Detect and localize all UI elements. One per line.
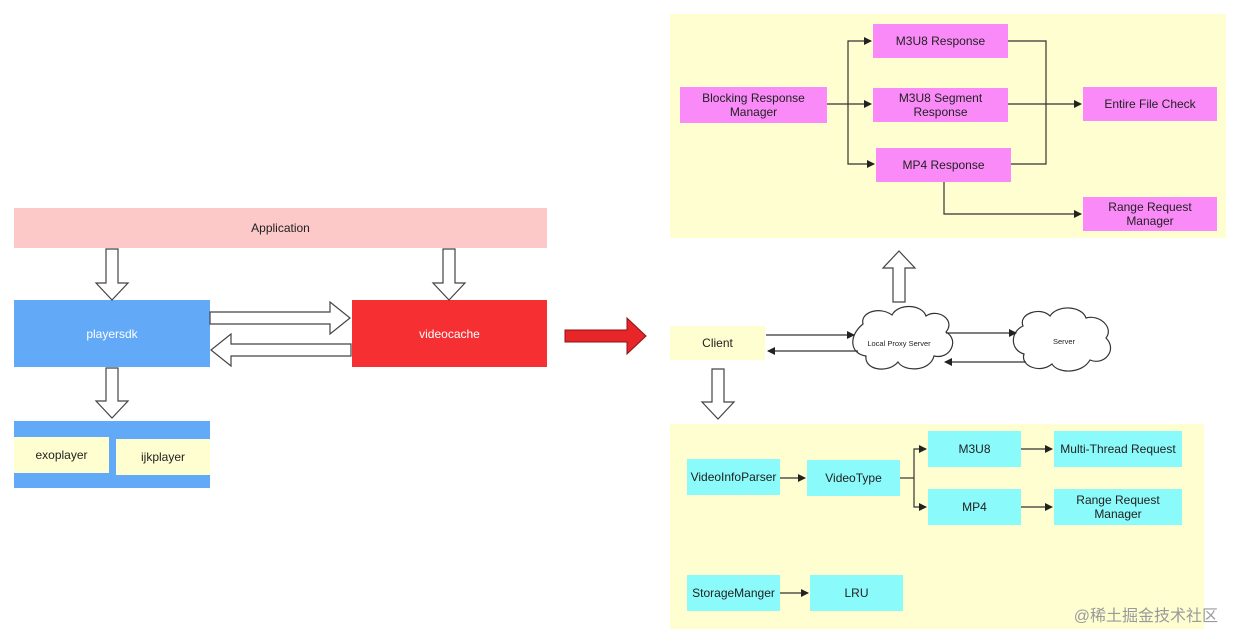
videoinfoparser-box: VideoInfoParser [687, 459, 780, 495]
lru-label: LRU [844, 586, 869, 600]
range-request-manager-top-label: Range Request Manager [1108, 200, 1192, 228]
mp4-label: MP4 [962, 500, 987, 514]
multi-thread-request-label: Multi-Thread Request [1060, 442, 1176, 456]
client-to-parsing-arrow [700, 368, 736, 420]
application-to-videocache-arrow [431, 248, 467, 301]
ijkplayer-box: ijkplayer [116, 439, 210, 475]
videotype-box: VideoType [807, 460, 900, 496]
playersdk-to-players-arrow [94, 367, 130, 419]
storage-manager-label: StorageManger [692, 586, 775, 600]
playersdk-to-videocache-arrow [209, 300, 351, 336]
videotype-label: VideoType [825, 471, 882, 485]
mp4-response-merge-line [1011, 104, 1047, 165]
proxy-to-response-arrow [881, 250, 917, 303]
m3u8-response-label: M3U8 Response [895, 34, 986, 48]
watermark: @稀土掘金技术社区 [1073, 608, 1218, 625]
server-label: Server [1053, 337, 1076, 346]
range-request-manager-bottom-label: Range Request Manager [1076, 493, 1160, 521]
m3u8-response-box: M3U8 Response [873, 24, 1008, 58]
mp4-response-box: MP4 Response [876, 148, 1011, 182]
videocache-label: videocache [419, 326, 480, 341]
client-label: Client [702, 336, 733, 350]
videocache-to-playersdk-arrow [210, 332, 352, 368]
lru-box: LRU [810, 575, 903, 611]
server-cloud [1012, 307, 1112, 372]
client-box: Client [670, 326, 765, 360]
storage-manager-box: StorageManger [687, 575, 780, 611]
m3u8-box: M3U8 [928, 431, 1021, 467]
mp4-response-to-range-line [943, 182, 1082, 218]
branch-to-m3u8-response-line [847, 37, 872, 104]
playersdk-box: playersdk [14, 300, 210, 367]
m3u8-response-merge-line [1008, 40, 1047, 104]
m3u8-segment-response-label: M3U8 Segment Response [898, 91, 983, 119]
m3u8-segment-response-box: M3U8 Segment Response [873, 88, 1008, 122]
ijkplayer-label: ijkplayer [140, 450, 185, 464]
range-request-manager-top-box: Range Request Manager [1083, 197, 1217, 231]
mp4-response-label: MP4 Response [902, 158, 985, 172]
blocking-response-manager-box: Blocking Response Manager [680, 87, 827, 123]
main-transition-arrow [564, 316, 647, 356]
branch-to-mp4-response-line [847, 104, 875, 168]
m3u8-label: M3U8 [958, 442, 991, 456]
playersdk-label: playersdk [86, 326, 138, 341]
branch-to-mp4-line [913, 478, 927, 511]
multi-thread-request-box: Multi-Thread Request [1054, 431, 1182, 467]
range-request-manager-bottom-box: Range Request Manager [1054, 489, 1182, 525]
local-proxy-label: Local Proxy Server [867, 339, 931, 348]
application-label: Application [251, 221, 310, 235]
application-to-playersdk-arrow [94, 248, 130, 301]
exoplayer-box: exoplayer [14, 437, 109, 473]
blocking-response-manager-label: Blocking Response Manager [702, 91, 805, 119]
branch-to-m3u8-line [913, 445, 927, 478]
local-proxy-cloud [852, 305, 954, 370]
application-box: Application [14, 208, 547, 248]
videocache-box: videocache [352, 300, 547, 367]
videoinfoparser-label: VideoInfoParser [690, 470, 777, 484]
exoplayer-label: exoplayer [35, 448, 88, 462]
mp4-box: MP4 [928, 489, 1021, 525]
entire-file-check-box: Entire File Check [1083, 87, 1217, 121]
entire-file-check-label: Entire File Check [1104, 97, 1196, 111]
